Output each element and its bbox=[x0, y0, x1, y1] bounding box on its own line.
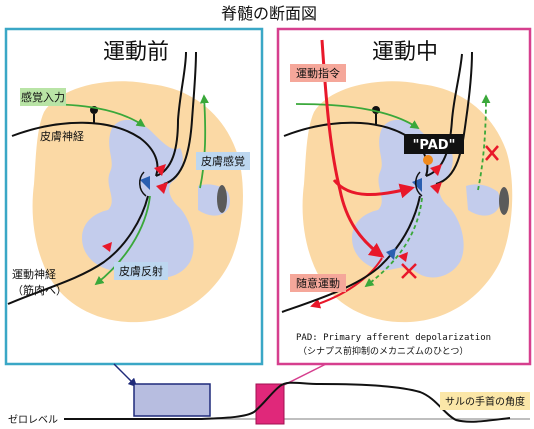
motor-nerve-label: 運動神経 bbox=[12, 267, 56, 281]
diagram-title: 脊髄の断面図 bbox=[221, 4, 317, 23]
synapse-red-mid bbox=[156, 182, 168, 194]
motor-command-branch bbox=[332, 179, 415, 199]
cutaneous-reflex-arrow bbox=[94, 195, 151, 286]
motor-fiber bbox=[7, 195, 149, 305]
cutaneous-reflex-label: 皮膚反射 bbox=[119, 264, 163, 278]
root-ganglion bbox=[499, 187, 509, 215]
motor-command-label: 運動指令 bbox=[296, 66, 340, 80]
voluntary-movement-tag bbox=[290, 274, 346, 292]
pointer-rest bbox=[113, 363, 138, 388]
sensory-input-tag bbox=[20, 88, 66, 106]
synapse-red-lower bbox=[102, 242, 112, 252]
pad-label: "PAD" bbox=[413, 138, 456, 153]
wrist-angle-tag bbox=[440, 392, 530, 410]
panel-rest-title: 運動前 bbox=[103, 40, 169, 65]
interneuron bbox=[139, 171, 147, 197]
pad-tag bbox=[404, 134, 464, 154]
window-move bbox=[255, 383, 285, 425]
motor-command-tag bbox=[290, 64, 346, 82]
panel-move: 運動中 bbox=[276, 27, 532, 366]
sensory-input-label: 感覚入力 bbox=[21, 91, 65, 104]
synapse-red-upper bbox=[430, 164, 442, 176]
root-ganglion bbox=[217, 185, 227, 213]
suppressed-sensation-arrow bbox=[477, 94, 491, 191]
white-matter bbox=[82, 119, 194, 278]
white-matter bbox=[352, 119, 464, 278]
cutaneous-reflex-tag bbox=[114, 262, 168, 280]
cutaneous-sensation-label: 皮膚感覚 bbox=[201, 154, 245, 168]
zero-level-label: ゼロレベル bbox=[8, 414, 58, 426]
pad-site-dot bbox=[423, 155, 433, 165]
sensory-input-arrow bbox=[295, 103, 420, 129]
block-x-icon bbox=[401, 263, 417, 279]
pad-definition-note: （シナプス前抑制のメカニズムのひとつ） bbox=[298, 345, 468, 357]
wrist-angle-label: サルの手首の角度 bbox=[445, 395, 525, 408]
timeline: ゼロレベル サルの手首の角度 bbox=[8, 363, 530, 426]
cutaneous-sensation-tag bbox=[196, 152, 250, 170]
motor-fiber bbox=[281, 195, 421, 313]
window-rest bbox=[133, 383, 211, 417]
synapse-blue-upper bbox=[412, 178, 422, 192]
wrist-angle-trace bbox=[64, 381, 511, 423]
ascending-fiber-2 bbox=[435, 51, 473, 185]
pad-definition: PAD: Primary afferent depolarization bbox=[296, 333, 491, 343]
synapse-red-lower bbox=[398, 252, 408, 262]
voluntary-movement-label: 随意運動 bbox=[296, 276, 340, 290]
interneuron bbox=[415, 171, 423, 197]
cutaneous-nerve-label: 皮膚神経 bbox=[40, 129, 84, 143]
synapse-blue-lower bbox=[386, 248, 396, 260]
synapse-blue-upper bbox=[140, 176, 150, 190]
voluntary-output-arrow bbox=[310, 257, 383, 309]
suppressed-reflex-arrow bbox=[364, 197, 423, 288]
root-entry bbox=[466, 184, 500, 216]
ascending-fiber bbox=[155, 51, 187, 177]
sensory-fiber bbox=[11, 121, 159, 177]
block-x-icon bbox=[485, 145, 499, 161]
synapse-red-upper bbox=[154, 164, 166, 176]
motor-nerve-sublabel: （筋肉へ） bbox=[12, 283, 67, 297]
ascending-fiber-2 bbox=[163, 51, 197, 185]
panel-move-title: 運動中 bbox=[372, 40, 438, 65]
synapse-red-mid bbox=[430, 182, 442, 194]
panel-rest: 運動前 感覚入力 皮膚神経 皮膚感覚 運動神経 bbox=[4, 27, 264, 366]
cutaneous-sensation-arrow bbox=[199, 94, 209, 189]
